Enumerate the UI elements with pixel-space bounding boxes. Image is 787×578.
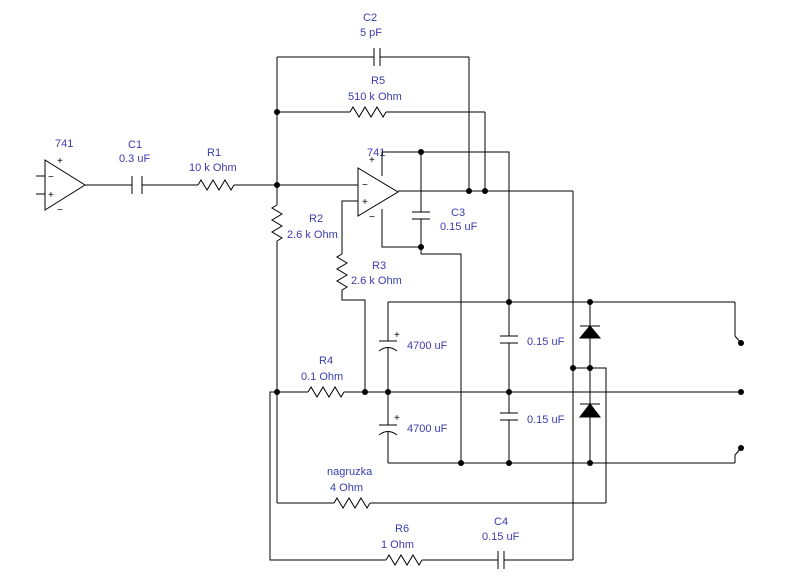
c2-value: 5 pF: [360, 27, 382, 39]
main-opamp-label: 741: [367, 147, 385, 159]
electrolytic-capacitor-top: + 4700 uF: [378, 330, 448, 352]
resistor-r1: R1 10 k Ohm: [189, 147, 237, 191]
electrolytic-capacitor-bottom: + 4700 uF: [378, 413, 448, 436]
diode-top: [578, 325, 602, 339]
junction-nodes: [274, 109, 593, 466]
input-opamp-label: 741: [55, 138, 73, 150]
cap-bottom-value: 4700 uF: [407, 423, 448, 435]
load-name: nagruzka: [327, 466, 373, 478]
r1-value: 10 k Ohm: [189, 162, 237, 174]
c4-value: 0.15 uF: [482, 531, 520, 543]
cf-bottom-value: 0.15 uF: [527, 414, 565, 426]
c4-name: C4: [494, 516, 508, 528]
c1-value: 0.3 uF: [119, 153, 150, 165]
svg-text:+: +: [394, 413, 400, 424]
r3-value: 2.6 k Ohm: [351, 275, 402, 287]
capacitor-c4: C4 0.15 uF: [482, 516, 520, 569]
svg-text:−: −: [362, 180, 368, 191]
r2-value: 2.6 k Ohm: [287, 229, 338, 241]
resistor-load: nagruzka 4 Ohm: [327, 466, 373, 509]
r5-name: R5: [371, 75, 385, 87]
cf-top-value: 0.15 uF: [527, 336, 565, 348]
svg-text:+: +: [362, 197, 368, 208]
r1-name: R1: [207, 147, 221, 159]
filter-capacitor-bottom: 0.15 uF: [500, 412, 565, 426]
c1-name: C1: [128, 139, 142, 151]
r3-name: R3: [372, 260, 386, 272]
svg-text:+: +: [57, 156, 63, 167]
c3-value: 0.15 uF: [440, 221, 478, 233]
output-terminals: [738, 340, 744, 451]
input-opamp: + − − + 741: [36, 138, 86, 216]
r4-name: R4: [319, 355, 333, 367]
r6-name: R6: [395, 523, 409, 535]
cap-top-value: 4700 uF: [407, 340, 448, 352]
c2-name: C2: [363, 12, 377, 24]
resistor-r5: R5 510 k Ohm: [348, 75, 402, 118]
resistor-r4: R4 0.1 Ohm: [301, 355, 345, 398]
capacitor-c3: C3 0.15 uF: [412, 207, 478, 233]
svg-text:+: +: [394, 330, 400, 341]
r2-name: R2: [309, 213, 323, 225]
capacitor-c1: C1 0.3 uF: [119, 139, 150, 194]
resistor-r6: R6 1 Ohm: [381, 523, 423, 566]
filter-capacitor-top: 0.15 uF: [500, 335, 565, 348]
r5-value: 510 k Ohm: [348, 91, 402, 103]
c3-name: C3: [451, 207, 465, 219]
svg-text:−: −: [369, 212, 375, 223]
svg-text:+: +: [369, 155, 375, 166]
diode-bottom: [578, 403, 602, 418]
svg-text:−: −: [57, 205, 63, 216]
resistor-r2: R2 2.6 k Ohm: [271, 204, 338, 242]
svg-text:+: +: [48, 190, 54, 201]
svg-text:−: −: [48, 172, 54, 183]
main-opamp: − + + − 741: [357, 147, 399, 223]
capacitor-c2: C2 5 pF: [360, 12, 382, 66]
r4-value: 0.1 Ohm: [301, 371, 343, 383]
load-value: 4 Ohm: [330, 482, 363, 494]
resistor-r3: R3 2.6 k Ohm: [336, 253, 402, 291]
r6-value: 1 Ohm: [381, 539, 414, 551]
